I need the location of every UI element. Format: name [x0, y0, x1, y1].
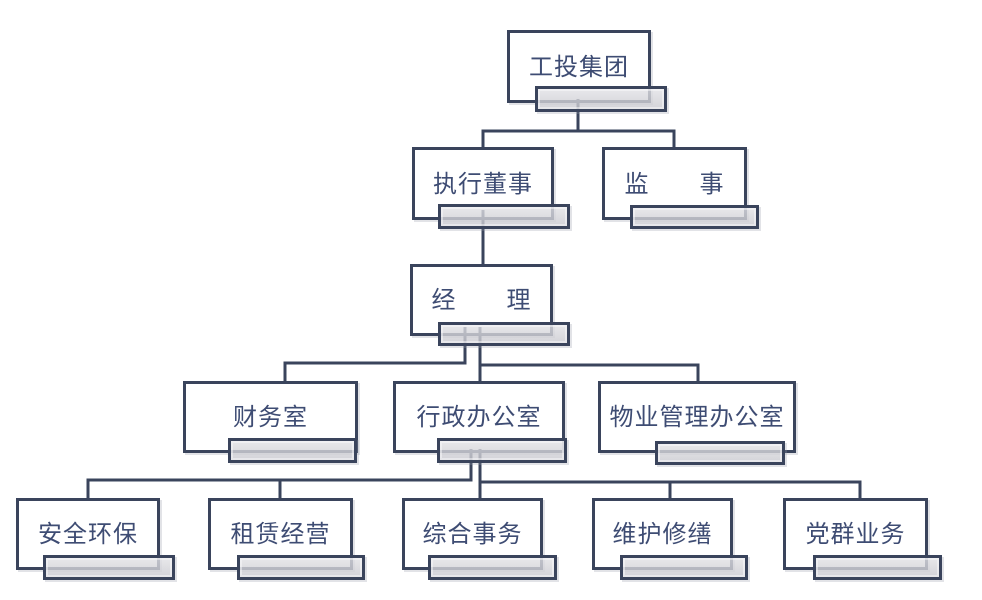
- org-node-maintenance-label: 维护修缮: [612, 520, 713, 548]
- org-node-finance-office-label: 财务室: [233, 403, 308, 431]
- org-node-safety-env-label: 安全环保: [38, 520, 138, 548]
- org-node-maintenance-tab: [620, 555, 748, 580]
- org-node-executive-director-label: 执行董事: [433, 169, 533, 198]
- org-node-general-affairs-tab: [428, 555, 557, 580]
- org-node-group-label: 工投集团: [529, 52, 629, 81]
- org-node-supervisor-tab: [630, 205, 759, 229]
- org-node-safety-env-tab: [43, 555, 175, 580]
- org-node-manager-tab: [438, 322, 570, 346]
- org-node-finance-office-tab: [228, 438, 357, 463]
- org-node-leasing-tab: [237, 555, 365, 580]
- connector-admin-office-party-affairs: [480, 480, 862, 499]
- org-node-leasing-label: 租赁经营: [230, 520, 331, 548]
- org-node-party-affairs-tab: [813, 555, 942, 580]
- connector-group-children: [481, 129, 676, 148]
- org-node-admin-office-tab: [437, 438, 567, 463]
- org-node-property-office-label: 物业管理办公室: [609, 403, 785, 431]
- org-node-executive-director-tab: [438, 204, 570, 229]
- org-node-group-tab: [535, 86, 667, 112]
- org-node-supervisor-label: 监 事: [624, 169, 725, 198]
- connector-manager-property-office: [480, 363, 700, 382]
- org-node-manager-label: 经 理: [431, 286, 532, 314]
- org-node-property-office-tab: [655, 441, 785, 465]
- org-node-admin-office-label: 行政办公室: [416, 403, 542, 431]
- org-node-general-affairs-label: 综合事务: [422, 520, 523, 548]
- org-node-party-affairs-label: 党群业务: [805, 520, 906, 548]
